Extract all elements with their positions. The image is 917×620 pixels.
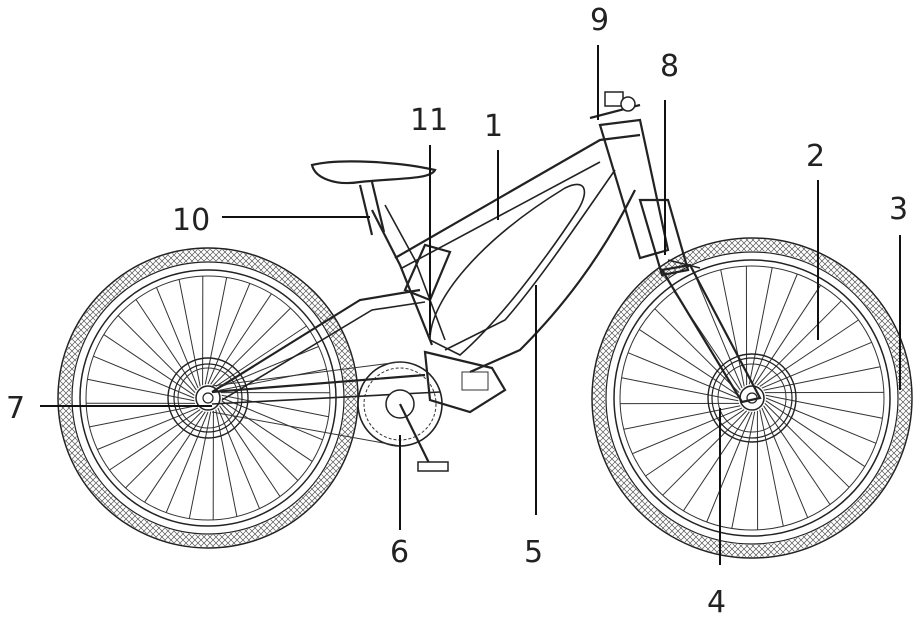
callout-5: 5: [524, 535, 543, 570]
callout-9: 9: [590, 3, 609, 38]
callout-1: 1: [484, 109, 503, 144]
leader-lines: [40, 45, 901, 565]
spoke: [156, 287, 199, 389]
spoke: [97, 407, 199, 450]
spoke: [109, 409, 201, 471]
rear-wheel: [57, 247, 359, 549]
spoke: [213, 307, 291, 386]
spoke: [662, 410, 747, 496]
spoke: [632, 407, 743, 455]
frame: [173, 118, 670, 472]
spoke: [93, 355, 195, 399]
callout-numbers: 1 2 3 4 5 6 7 8 9 10 11: [6, 3, 908, 620]
spoke: [748, 267, 773, 385]
callout-10: 10: [172, 203, 210, 238]
spoke: [761, 341, 872, 389]
spoke: [188, 411, 212, 519]
spoke: [215, 325, 307, 387]
spoke: [751, 273, 798, 385]
spoke: [764, 403, 850, 488]
spoke: [125, 410, 203, 489]
spoke: [215, 409, 238, 517]
spoke: [759, 409, 784, 527]
callout-3: 3: [889, 192, 908, 227]
callout-11: 11: [410, 103, 448, 138]
spoke: [682, 411, 750, 512]
spoke: [759, 319, 859, 387]
spoke: [87, 378, 195, 402]
callout-2: 2: [806, 139, 825, 174]
spoke: [695, 278, 743, 389]
spoke: [638, 328, 739, 396]
spoke: [645, 409, 745, 477]
spoke: [144, 411, 206, 503]
spoke: [763, 366, 881, 391]
spoke: [627, 352, 739, 399]
callout-8: 8: [660, 49, 679, 84]
callout-7: 7: [6, 391, 25, 426]
spoke: [706, 411, 753, 523]
spoke: [219, 405, 281, 497]
spoke: [621, 377, 739, 402]
spoke: [210, 293, 272, 385]
spoke: [204, 277, 228, 385]
spoke: [765, 400, 866, 468]
spoke: [731, 411, 756, 529]
spoke: [221, 394, 329, 418]
spoke: [103, 334, 195, 396]
spoke: [89, 405, 197, 428]
spoke: [765, 394, 883, 419]
spoke: [217, 407, 260, 509]
spoke: [165, 411, 209, 513]
callout-4: 4: [707, 585, 726, 620]
spoke: [765, 397, 877, 444]
spoke: [217, 346, 319, 389]
spoke: [221, 400, 313, 462]
spoke: [654, 308, 740, 393]
spoke: [761, 407, 809, 518]
callout-6: 6: [390, 535, 409, 570]
spoke: [117, 315, 196, 393]
spoke: [207, 283, 251, 385]
spoke: [757, 300, 842, 386]
spoke: [221, 397, 323, 441]
spoke: [178, 279, 201, 387]
spoke: [219, 368, 327, 391]
spoke: [754, 284, 822, 385]
front-wheel: [591, 237, 913, 559]
spoke: [720, 269, 745, 387]
spoke: [763, 405, 831, 505]
spoke: [135, 299, 197, 391]
